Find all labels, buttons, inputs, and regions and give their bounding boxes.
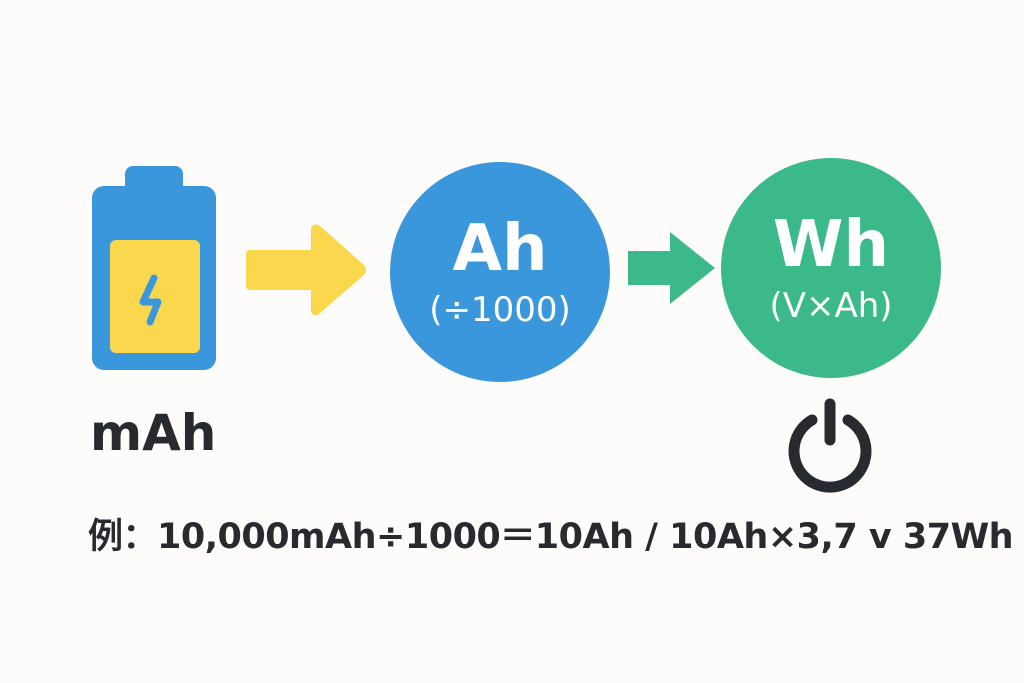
wh-node: Wh (V×Ah) (721, 158, 941, 378)
mah-label: mAh (90, 404, 217, 462)
wh-title: Wh (772, 208, 890, 282)
ah-node: Ah (÷1000) (390, 162, 610, 382)
ah-title: Ah (452, 212, 548, 286)
arrow-right-icon (246, 224, 366, 316)
battery-icon (92, 166, 216, 370)
power-icon (788, 398, 872, 493)
example-formula: 例：10,000mAh÷1000＝10Ah / 10Ah×3,7 v 37Wh (88, 517, 1014, 557)
ah-formula: (÷1000) (429, 290, 571, 330)
wh-formula: (V×Ah) (769, 286, 893, 326)
arrow-right-icon (628, 232, 715, 304)
